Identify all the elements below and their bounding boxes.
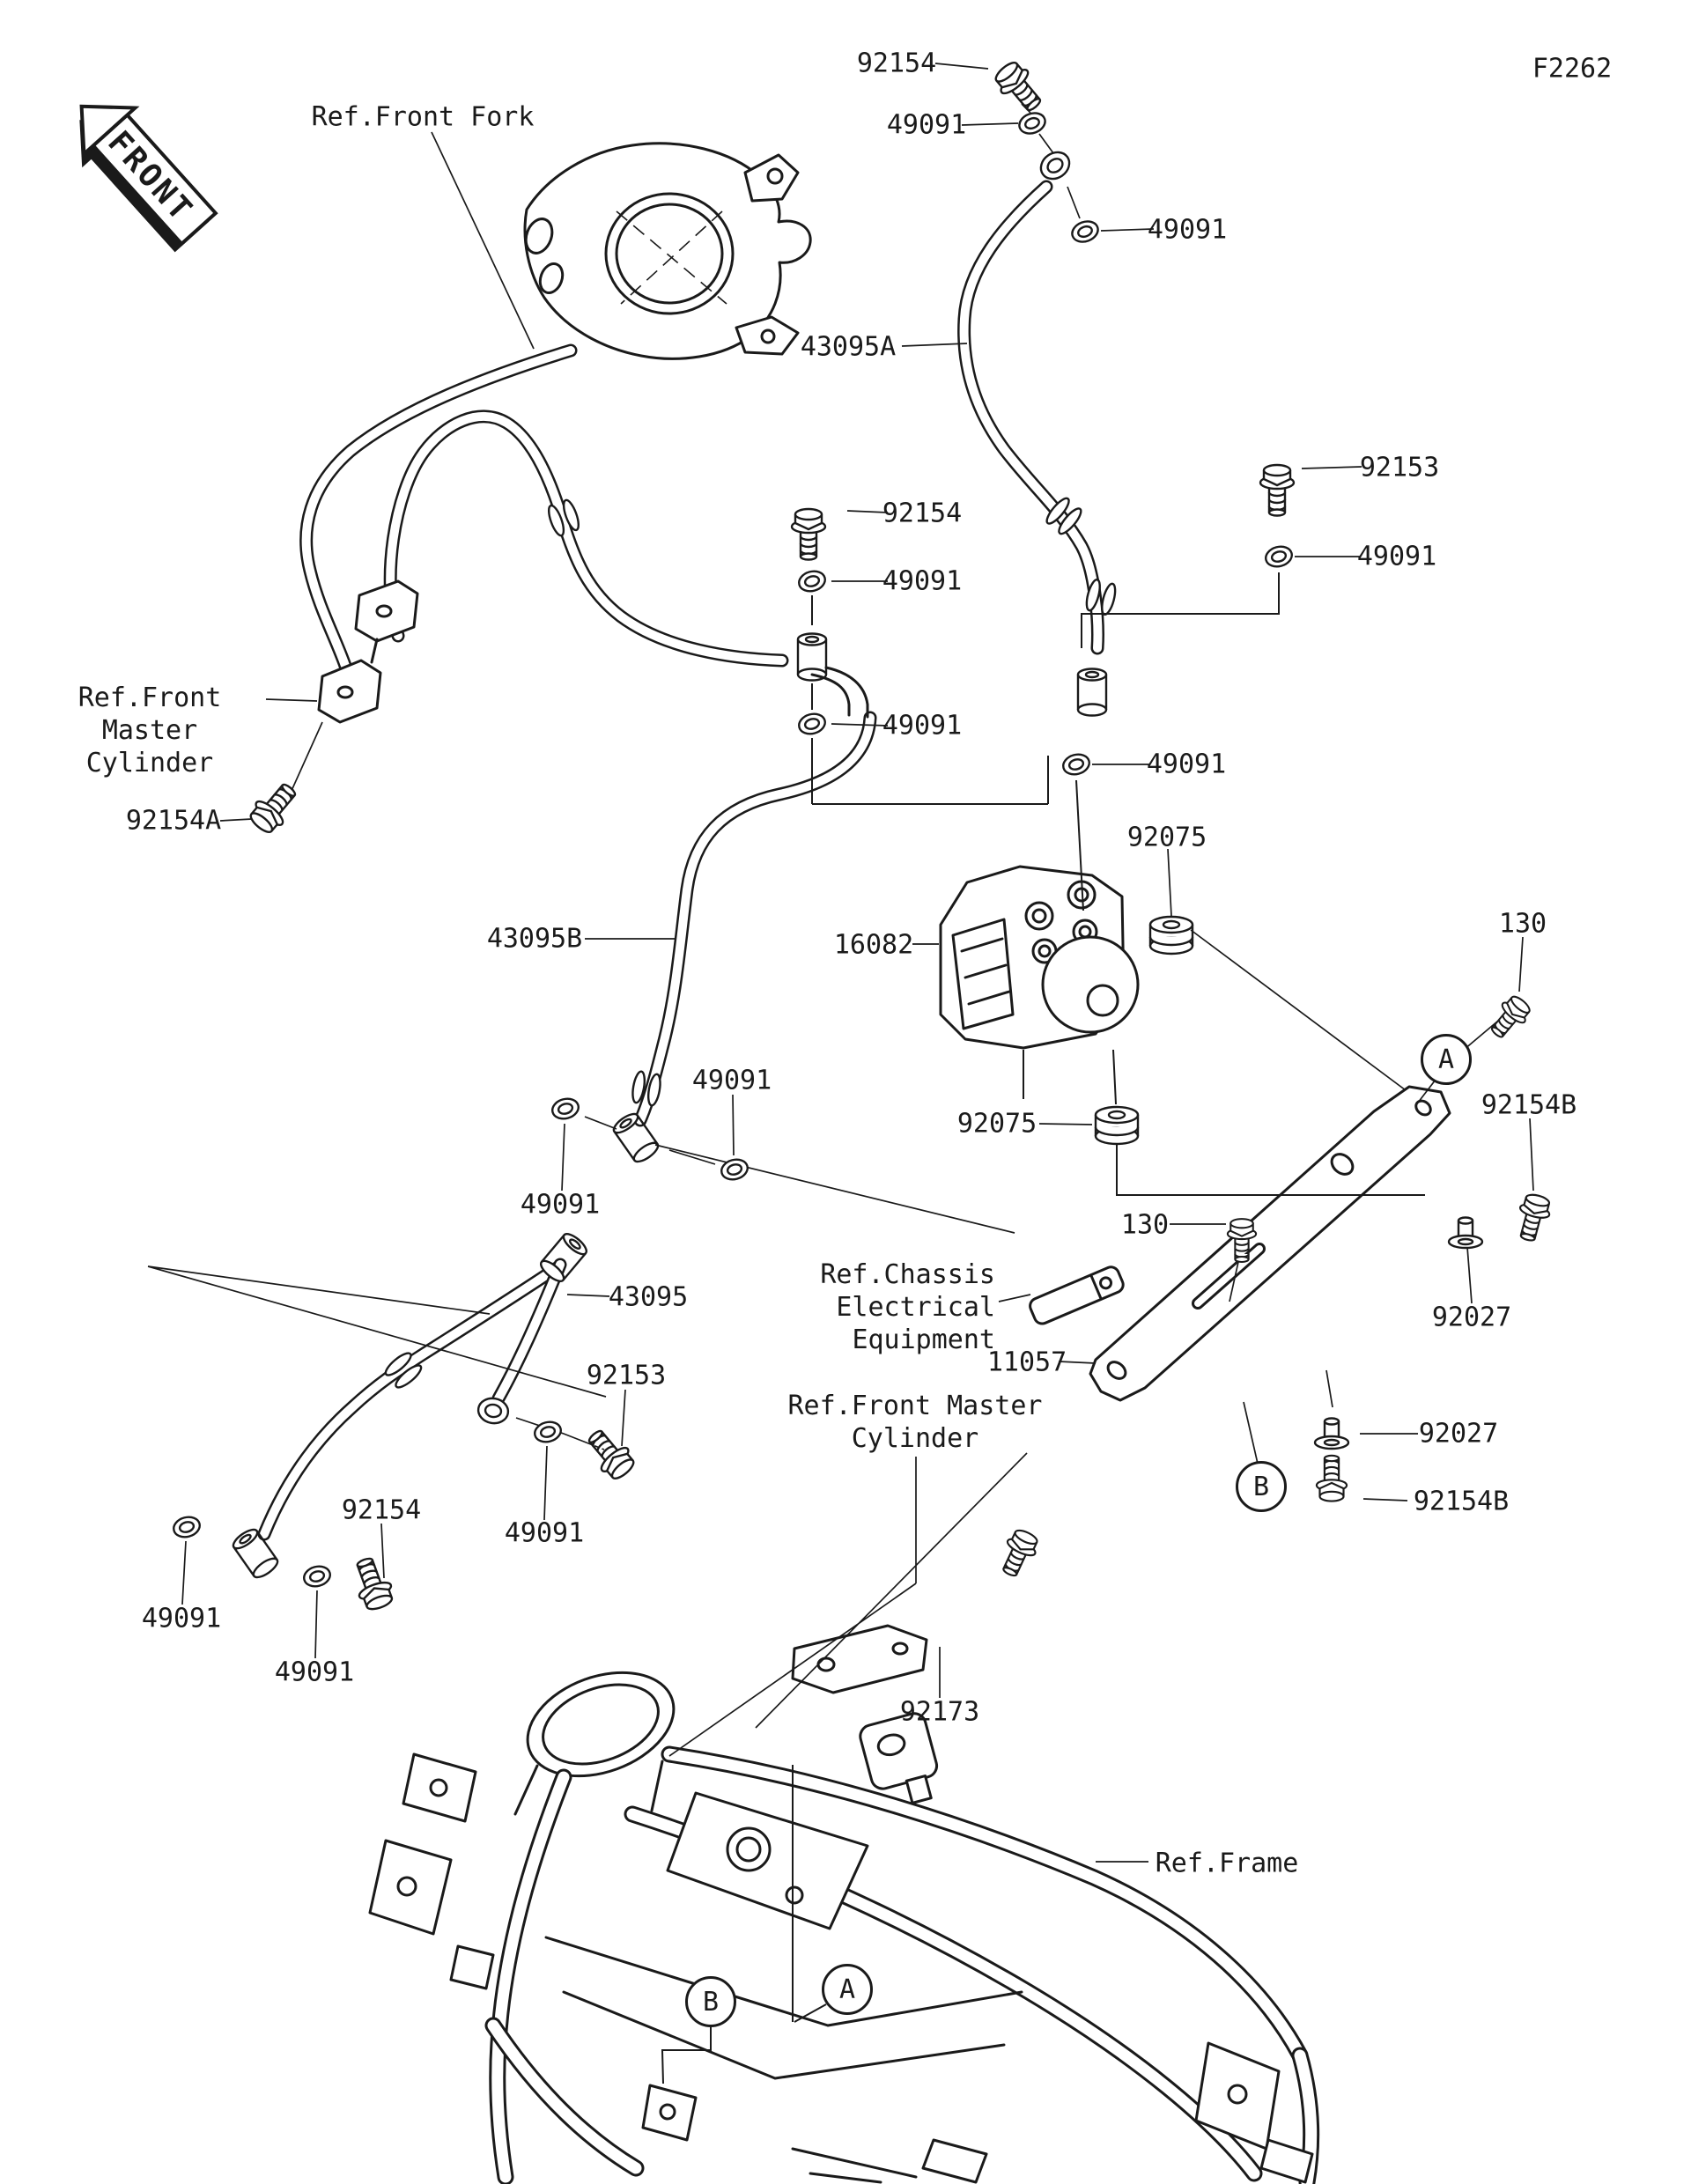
part-label-92154B-2: 92154B <box>1413 1486 1510 1517</box>
part-label-16082: 16082 <box>833 929 914 961</box>
abs-unit-16082 <box>939 865 1140 1105</box>
front-arrow: FRONT <box>79 104 218 253</box>
bolt-92154-3 <box>347 1553 398 1614</box>
banjo-fitting-mid <box>609 1109 662 1167</box>
washer-49091-k <box>300 1562 334 1590</box>
callout-A-2: A <box>822 1964 873 2015</box>
ref-front-master-2-line2: Cylinder <box>851 1423 979 1454</box>
part-label-49091-2: 49091 <box>1147 214 1228 246</box>
bolt-92154A <box>244 776 305 839</box>
part-label-49091-1: 49091 <box>886 109 967 141</box>
part-label-11057: 11057 <box>986 1347 1067 1378</box>
figure-code: F2262 <box>1532 53 1613 85</box>
part-label-49091-3: 49091 <box>1356 541 1437 572</box>
part-label-43095A: 43095A <box>800 331 897 363</box>
bolt-92154B-2 <box>1315 1454 1348 1502</box>
ref-chassis-line2: Electrical <box>836 1292 995 1323</box>
ref-front-master-2: Ref.Front Master Cylinder <box>787 1390 1043 1455</box>
ref-frame: Ref.Frame <box>1155 1848 1299 1879</box>
ref-front-master-1-line2: Cylinder <box>85 748 214 778</box>
part-label-49091-7: 49091 <box>691 1065 772 1096</box>
grommet-92075-1 <box>1148 915 1194 956</box>
washer-49091-e <box>795 710 829 738</box>
part-label-49091-9: 49091 <box>504 1517 585 1549</box>
clamp-92173-assembly <box>791 1624 939 1804</box>
part-label-92075-2: 92075 <box>956 1108 1037 1140</box>
banjo-fitting-43095A <box>1076 668 1108 717</box>
part-label-92075-1: 92075 <box>1126 822 1207 853</box>
part-label-92027-2: 92027 <box>1418 1418 1499 1450</box>
part-label-43095B: 43095B <box>486 923 583 955</box>
part-label-92027-1: 92027 <box>1431 1302 1512 1333</box>
banjo-fitting-low <box>229 1524 282 1583</box>
part-label-43095: 43095 <box>608 1281 689 1313</box>
bracket-11057 <box>1089 1085 1451 1402</box>
ref-front-fork: Ref.Front Fork <box>311 101 535 133</box>
bolt-92154B-1 <box>1511 1191 1554 1245</box>
collar-92027-1 <box>1447 1216 1484 1250</box>
part-label-92154A: 92154A <box>125 805 222 837</box>
bolt-92153-1 <box>1259 463 1296 517</box>
ref-front-master-1-line1: Ref.Front Master <box>78 682 222 746</box>
hose-43095 <box>257 1258 567 1541</box>
washer-49091-f <box>1060 750 1093 778</box>
part-label-130-2: 130 <box>1120 1209 1170 1241</box>
hose-43095B <box>383 410 877 1127</box>
callout-A-1: A <box>1421 1034 1472 1085</box>
part-label-49091-10: 49091 <box>141 1603 222 1634</box>
banjo-eye-lower <box>475 1395 512 1427</box>
master-cylinder-clamp <box>317 579 419 724</box>
washer-49091-i <box>531 1418 565 1446</box>
leader-lines <box>147 63 1534 2084</box>
ref-chassis-electrical-equipment: Ref.Chassis Electrical Equipment <box>740 1258 995 1356</box>
bolt-92153-2 <box>580 1422 640 1486</box>
three-way-fitting <box>796 632 869 719</box>
callout-B-1: B <box>1236 1461 1287 1512</box>
part-label-49091-5: 49091 <box>882 710 963 742</box>
banjo-bolt-92154-top <box>989 55 1050 119</box>
part-label-130-1: 130 <box>1498 908 1547 940</box>
washer-49091-b <box>1067 217 1103 247</box>
part-label-49091-8: 49091 <box>520 1189 601 1221</box>
bolt-clamp <box>993 1525 1043 1582</box>
washer-49091-a <box>1015 108 1050 138</box>
part-label-92173: 92173 <box>899 1696 980 1728</box>
washer-49091-h <box>549 1095 582 1123</box>
bolt-92154-mid <box>790 507 827 561</box>
banjo-eye-top <box>1034 145 1076 186</box>
ref-chassis-line1: Ref.Chassis <box>820 1259 995 1290</box>
part-label-92153-2: 92153 <box>586 1360 667 1391</box>
part-label-92154-3: 92154 <box>341 1494 422 1526</box>
ref-front-master-1: Ref.Front Master Cylinder <box>26 682 273 779</box>
hose-upper-left <box>299 343 578 673</box>
callout-B-2: B <box>685 1976 736 2027</box>
chassis-electrical-part <box>1029 1265 1125 1325</box>
part-label-49091-4: 49091 <box>882 565 963 597</box>
washer-49091-c <box>1262 542 1296 571</box>
washer-49091-g <box>718 1155 751 1184</box>
collar-92027-2 <box>1313 1417 1350 1450</box>
part-label-49091-11: 49091 <box>274 1656 355 1688</box>
hose-43095A <box>957 180 1104 655</box>
washer-49091-j <box>170 1513 203 1541</box>
part-label-49091-6: 49091 <box>1146 749 1227 780</box>
grommet-92075-2 <box>1094 1105 1140 1146</box>
part-label-92154B-1: 92154B <box>1481 1089 1577 1121</box>
ref-front-master-2-line1: Ref.Front Master <box>787 1391 1043 1421</box>
ref-chassis-line3: Equipment <box>852 1324 995 1355</box>
part-label-92154-2: 92154 <box>882 498 963 529</box>
bolt-130-1 <box>1483 991 1536 1044</box>
part-label-92153-1: 92153 <box>1359 452 1440 483</box>
part-label-92154-1: 92154 <box>856 48 937 79</box>
front-fork-casting <box>523 142 812 360</box>
frame-drawing <box>368 1671 1320 2184</box>
washer-49091-d <box>795 567 829 595</box>
